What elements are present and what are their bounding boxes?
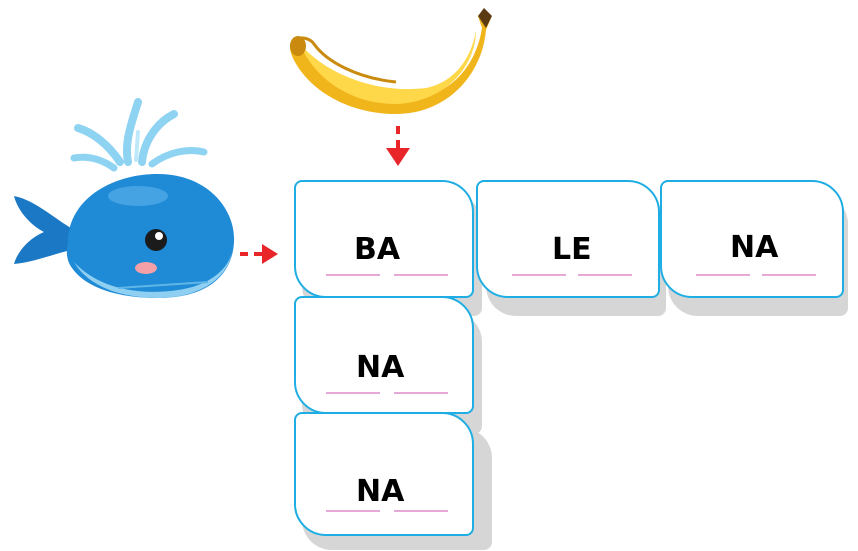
down-arrow-icon — [386, 126, 410, 166]
answer-line — [696, 274, 750, 276]
syllable-card-le: LE — [476, 180, 660, 298]
syllable-text: NA — [356, 350, 405, 385]
banana-icon — [289, 8, 492, 114]
syllable-text: LE — [552, 232, 592, 267]
syllable-card-na-mid: NA — [294, 296, 474, 414]
answer-line — [326, 510, 380, 512]
whale-icon — [14, 98, 235, 298]
answer-line — [394, 392, 448, 394]
answer-line — [326, 392, 380, 394]
answer-line — [394, 510, 448, 512]
answer-line — [326, 274, 380, 276]
syllable-card-na-bottom: NA — [294, 412, 474, 536]
syllable-text: NA — [730, 230, 779, 265]
answer-line — [578, 274, 632, 276]
syllable-card-ba: BA — [294, 180, 474, 298]
syllable-text: BA — [354, 232, 401, 267]
right-arrow-icon — [240, 244, 278, 264]
syllable-card-na-top: NA — [660, 180, 844, 298]
answer-line — [512, 274, 566, 276]
answer-line — [394, 274, 448, 276]
answer-line — [762, 274, 816, 276]
syllable-text: NA — [356, 474, 405, 509]
